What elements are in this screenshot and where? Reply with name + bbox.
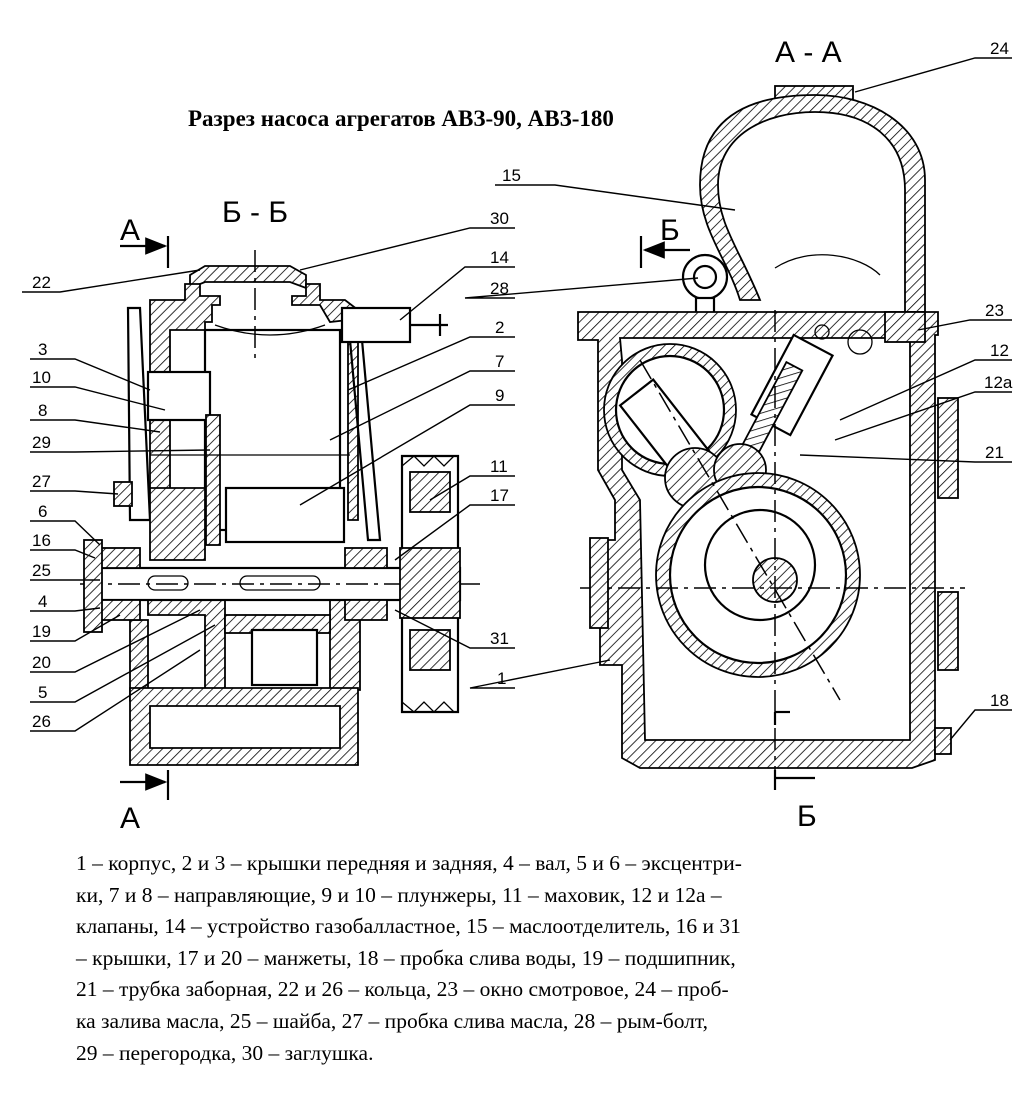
callout-leaders [22,57,1012,741]
callout-10: 10 [32,368,51,387]
flywheel-11 [399,454,461,714]
cut-marker-a-bottom: А [120,770,170,835]
legend-line: 29 – перегородка, 30 – заглушка. [76,1040,374,1065]
svg-text:А: А [120,214,140,247]
callout-12a: 12а [984,373,1013,392]
callout-31: 31 [490,629,509,648]
callout-5: 5 [38,683,47,702]
svg-text:Б: Б [660,214,680,247]
viewing-window-23 [884,311,926,343]
callout-18: 18 [990,691,1009,710]
callout-9: 9 [495,386,504,405]
svg-text:Б: Б [797,800,817,833]
callout-19: 19 [32,622,51,641]
gas-ballast-device-14 [340,306,448,344]
callout-3: 3 [38,340,47,359]
svg-text:А: А [120,802,140,835]
callout-27: 27 [32,472,51,491]
callout-6: 6 [38,502,47,521]
cut-marker-a-top: А [120,214,170,268]
cut-marker-b-top: Б [639,214,690,268]
section-label-bb: Б - Б [222,196,288,229]
left-section-view: Б - Б А А [80,196,480,835]
callout-24: 24 [990,39,1009,58]
callout-numbers: 22 30 14 28 2 7 9 3 10 8 29 27 6 16 25 4… [32,39,1013,731]
callout-21: 21 [985,443,1004,462]
legend-line: – крышки, 17 и 20 – манжеты, 18 – пробка… [76,945,736,970]
bearing-19 [99,547,388,621]
callout-28: 28 [490,279,509,298]
callout-2: 2 [495,318,504,337]
legend-line: ка залива масла, 25 – шайба, 27 – пробка… [76,1008,709,1033]
pump-section-drawing: Разрез насоса агрегатов АВЗ-90, АВЗ-180 … [22,36,1013,835]
drawing-title: Разрез насоса агрегатов АВЗ-90, АВЗ-180 [188,106,614,131]
housing-base [129,687,359,766]
water-drain-plug-18 [934,727,952,755]
housing-left-upper [149,283,221,521]
plunger-9 [224,486,346,544]
end-cover-16 [83,539,103,633]
callout-25: 25 [32,561,51,580]
legend-line: 1 – корпус, 2 и 3 – крышки передняя и за… [76,851,742,875]
callout-23: 23 [985,301,1004,320]
callout-15: 15 [502,166,521,185]
callout-8: 8 [38,401,47,420]
callout-11: 11 [490,457,508,476]
intake-tube-21 [937,397,959,499]
legend-line: 21 – трубка заборная, 22 и 26 – кольца, … [76,977,729,1002]
callout-7: 7 [495,352,504,371]
plunger-10 [146,370,212,422]
callout-26: 26 [32,712,51,731]
callout-22: 22 [32,273,51,292]
legend-line: ки, 7 и 8 – направляющие, 9 и 10 – плунж… [76,882,722,907]
callout-29: 29 [32,433,51,452]
callout-12: 12 [990,341,1009,360]
callout-4: 4 [38,592,47,611]
parts-legend: 1 – корпус, 2 и 3 – крышки передняя и за… [76,848,988,1069]
partition-29 [205,414,221,546]
plug-30 [189,265,307,290]
valve-12 [734,333,835,468]
callout-17: 17 [490,486,509,505]
oil-separator-15 [699,94,926,313]
callout-20: 20 [32,653,51,672]
callout-16: 16 [32,531,51,550]
callout-14: 14 [490,248,509,267]
callout-30: 30 [490,209,509,228]
section-label-aa: А - А [775,36,842,69]
eccentric-block [149,487,206,561]
legend-line: клапаны, 14 – устройство газобалластное,… [76,914,741,939]
right-section-view: А - А Б Б [577,36,965,833]
callout-1: 1 [497,669,506,688]
cut-marker-b-bottom: Б [773,710,817,833]
